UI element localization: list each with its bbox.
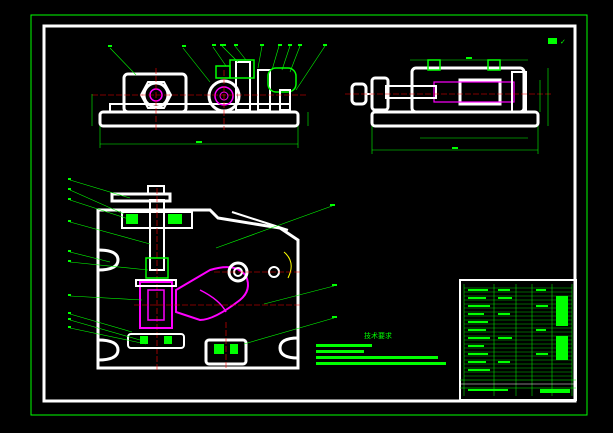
section-view xyxy=(68,178,337,370)
side-view xyxy=(345,57,552,154)
tech-requirements-title: 技术要求 xyxy=(364,331,392,340)
title-block xyxy=(459,279,577,401)
inner-frame xyxy=(42,24,577,403)
corner-mark: ✓ xyxy=(560,38,566,46)
corner-mark-box xyxy=(548,38,557,44)
tech-requirements: 技术要求 xyxy=(316,331,446,365)
outer-border xyxy=(30,14,588,416)
front-view xyxy=(91,44,327,148)
